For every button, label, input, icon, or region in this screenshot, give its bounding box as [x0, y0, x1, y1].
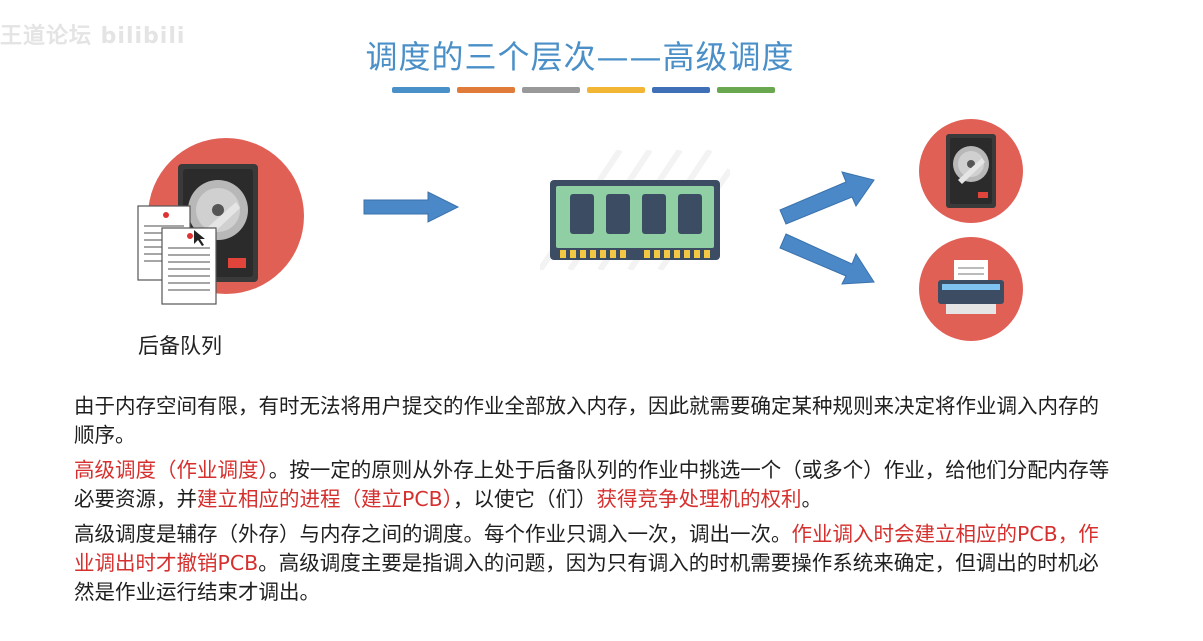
- paragraph: 由于内存空间有限，有时无法将用户提交的作业全部放入内存，因此就需要确定某种规则来…: [74, 392, 1114, 450]
- watermark: 王道论坛 bilibili: [0, 24, 186, 49]
- right-arrow-icon: [363, 191, 460, 223]
- body-text: 由于内存空间有限，有时无法将用户提交的作业全部放入内存，因此就需要确定某种规则来…: [74, 394, 1099, 447]
- explanation-text: 由于内存空间有限，有时无法将用户提交的作业全部放入内存，因此就需要确定某种规则来…: [74, 392, 1114, 613]
- body-text: 。高级调度主要是指调入的问题，因为只有调入的时机需要操作系统来确定，但调出的时机…: [74, 551, 1099, 604]
- color-bar: [522, 87, 580, 93]
- body-text: 高级调度是辅存（外存）与内存之间的调度。每个作业只调入一次，调出一次。: [74, 522, 792, 546]
- color-bar: [652, 87, 710, 93]
- color-bar: [392, 87, 450, 93]
- backup-queue-illustration: [137, 138, 304, 305]
- printer-icon: [919, 237, 1023, 341]
- title-color-bars: [392, 87, 775, 93]
- paragraph: 高级调度是辅存（外存）与内存之间的调度。每个作业只调入一次，调出一次。作业调入时…: [74, 520, 1114, 607]
- backup-queue-label: 后备队列: [138, 334, 222, 358]
- paragraph: 高级调度（作业调度）。按一定的原则从外存上处于后备队列的作业中挑选一个（或多个）…: [74, 456, 1114, 514]
- memory-module-icon: [540, 150, 730, 270]
- color-bar: [587, 87, 645, 93]
- body-text: 。按一定的原则从外存上处于后备队列的作业中挑选一个（或多个）作业，给他们分配内存…: [74, 458, 1110, 511]
- right-hard-disk-icon: [919, 119, 1023, 223]
- body-text: 。: [801, 487, 823, 511]
- body-text: ，以使它（们）: [453, 487, 597, 511]
- color-bar: [457, 87, 515, 93]
- highlighted-text: 作业调入时会建立相应的PCB，作业调出时才撤销PCB: [74, 522, 1099, 575]
- highlighted-text: 建立相应的进程（建立PCB）: [197, 487, 453, 511]
- color-bar: [717, 87, 775, 93]
- split-arrows-icon: [779, 171, 875, 285]
- job-documents-icon: [137, 205, 217, 305]
- highlighted-text: 获得竞争处理机的权利: [596, 487, 802, 511]
- slide-title: 调度的三个层次——高级调度: [365, 38, 795, 76]
- highlighted-text: 高级调度（作业调度）: [74, 458, 269, 482]
